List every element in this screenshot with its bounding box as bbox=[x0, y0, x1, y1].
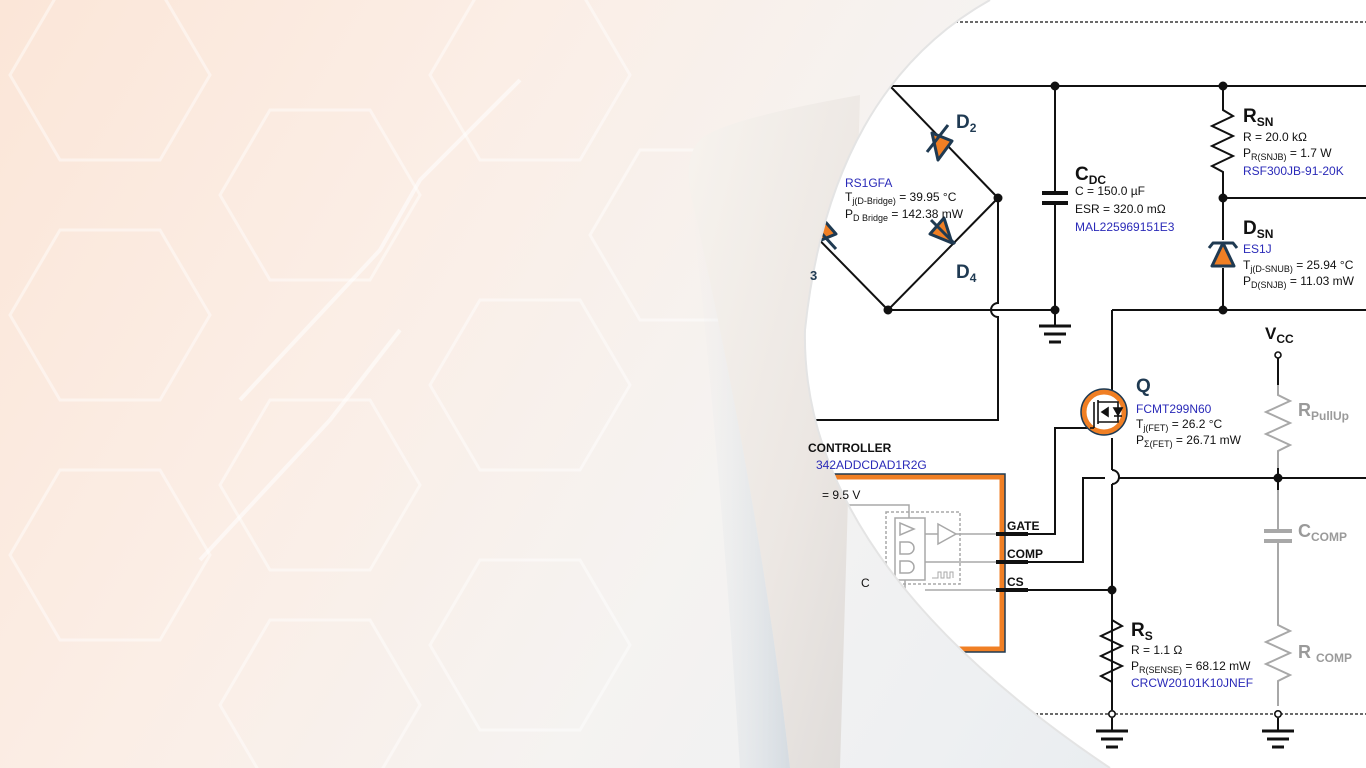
rsn-part-number[interactable]: RSF300JB-91-20K bbox=[1243, 164, 1344, 178]
rsn-power: PR(SNJB) = 1.7 W bbox=[1243, 146, 1332, 162]
pin-comp: COMP bbox=[1007, 547, 1043, 561]
rsn-resistance: R = 20.0 kΩ bbox=[1243, 130, 1308, 144]
rcomp-label: R COMP bbox=[1298, 642, 1353, 665]
d4-reference: D4 bbox=[956, 262, 977, 285]
bridge-junction-temp: Tj(D-Bridge) = 39.95 °C bbox=[845, 190, 957, 206]
rs-power: PR(SENSE) = 68.12 mW bbox=[1131, 659, 1251, 675]
dsn-junction-temp: Tj(D-SNUB) = 25.94 °C bbox=[1243, 258, 1354, 274]
dsn-part-number[interactable]: ES1J bbox=[1243, 242, 1272, 256]
dsn-reference: DSN bbox=[1243, 218, 1274, 241]
bridge-part-number[interactable]: RS1GFA bbox=[845, 176, 893, 190]
pin-gate: GATE bbox=[1007, 519, 1040, 533]
d2-reference: D2 bbox=[956, 112, 977, 135]
d3-reference-partial: 3 bbox=[810, 268, 818, 283]
q-junction-temp: Tj(FET) = 26.2 °C bbox=[1136, 417, 1223, 433]
cdc-esr: ESR = 320.0 mΩ bbox=[1075, 202, 1166, 216]
cdc-reference: CDC bbox=[1075, 164, 1107, 187]
cdc-capacitance: C = 150.0 µF bbox=[1075, 184, 1145, 198]
dsn-power: PD(SNJB) = 11.03 mW bbox=[1243, 274, 1354, 290]
controller-title: CONTROLLER bbox=[808, 441, 892, 455]
rsn-reference: RSN bbox=[1243, 106, 1274, 129]
ccomp-label: CCOMP bbox=[1298, 521, 1347, 544]
controller-vcc-value: = 9.5 V bbox=[822, 488, 861, 502]
vcc-label: VCC bbox=[1265, 324, 1294, 346]
rs-resistance: R = 1.1 Ω bbox=[1131, 643, 1183, 657]
bridge-power: PD Bridge = 142.38 mW bbox=[845, 207, 964, 223]
rs-part-number[interactable]: CRCW20101K10JNEF bbox=[1131, 676, 1254, 690]
q-part-number[interactable]: FCMT299N60 bbox=[1136, 402, 1212, 416]
controller-part-number[interactable]: 342ADDCDAD1R2G bbox=[816, 458, 927, 472]
q-reference: Q bbox=[1136, 376, 1151, 397]
rpullup-label: RPullUp bbox=[1298, 400, 1349, 423]
rs-reference: RS bbox=[1131, 620, 1153, 643]
controller-temp-partial: C bbox=[861, 576, 870, 590]
q-power: PΣ(FET) = 26.71 mW bbox=[1136, 433, 1241, 449]
cdc-part-number[interactable]: MAL225969151E3 bbox=[1075, 220, 1175, 234]
pin-cs: CS bbox=[1007, 575, 1024, 589]
